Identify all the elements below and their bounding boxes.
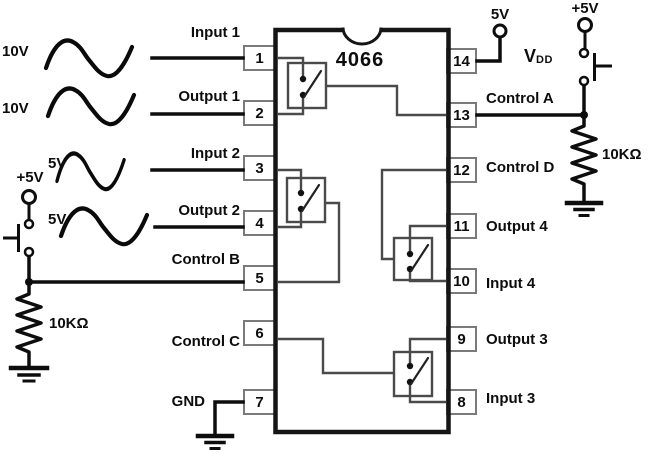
pin-10-label: Input 4	[486, 275, 536, 292]
right-resistor-value-label: 10KΩ	[602, 146, 642, 163]
gnd-pin-ground-symbol	[195, 433, 235, 450]
ic-notch	[341, 27, 383, 46]
right-resistor	[570, 115, 598, 201]
pin-9-label: Output 3	[486, 331, 548, 348]
switch-b-out-wire	[277, 209, 303, 229]
switch-c-pin9-wire	[408, 337, 446, 366]
analog-switches	[285, 61, 434, 398]
switch-d	[392, 236, 434, 282]
sine-wave-1	[43, 38, 135, 79]
terminal-circle	[21, 189, 37, 205]
wave-2-voltage-label: 10V	[2, 100, 29, 117]
pin-12-box: 12	[446, 157, 477, 183]
switch-b	[285, 176, 327, 224]
left-resistor	[15, 282, 43, 366]
left-supply-label: +5V	[16, 169, 44, 186]
right-ground-symbol	[564, 200, 604, 217]
terminal-circle	[577, 17, 593, 33]
left-resistor-value-label: 10KΩ	[49, 315, 89, 332]
pin-12-label: Control D	[486, 159, 555, 176]
switch-a-control-wire	[326, 84, 446, 117]
pin-14-box: 14	[446, 48, 477, 74]
pin-7-label: GND	[171, 393, 205, 410]
pin-9-box: 9	[446, 326, 477, 352]
pin-6-label: Control C	[171, 333, 240, 350]
sine-wave-2	[45, 86, 137, 127]
pin-5-box: 5	[243, 265, 276, 291]
pin-1-label: Input 1	[190, 24, 240, 41]
pin-5-label: Control B	[171, 251, 240, 268]
pin-14-label: VDD	[524, 46, 553, 66]
pin-11-label: Output 4	[486, 218, 548, 235]
ic-body	[273, 27, 451, 435]
switch-c-pin8-wire	[408, 382, 446, 404]
right-pushbutton	[577, 17, 612, 119]
left-ground-symbol	[8, 365, 50, 383]
switch-c	[392, 350, 434, 398]
wave-1-voltage-label: 10V	[2, 43, 29, 60]
pin-8-box: 8	[446, 389, 477, 415]
switch-a-out-wire	[277, 95, 305, 116]
external-wires	[27, 35, 586, 436]
pin-11-box: 11	[446, 213, 477, 239]
vdd-supply-label: 5V	[490, 6, 510, 23]
wave-4-voltage-label: 5V	[48, 211, 67, 228]
wave-3-voltage-label: 5V	[48, 155, 67, 172]
switch-b-in-wire	[277, 168, 303, 193]
switch-d-control-wire	[380, 168, 446, 261]
sine-wave-3	[55, 151, 126, 192]
switch-d-pin11-wire	[408, 224, 446, 254]
vdd-terminal	[492, 23, 508, 39]
switch-c-control-wire	[277, 337, 394, 375]
pin-4-label: Output 2	[178, 202, 240, 219]
pin-8-label: Input 3	[486, 390, 536, 407]
wire-pin7-to-ground	[213, 400, 245, 436]
wire-pin14-to-5v	[475, 35, 502, 63]
chip-label: 4066	[335, 49, 385, 71]
pin-3-label: Input 2	[190, 145, 240, 162]
pin-13-label: Control A	[486, 90, 554, 107]
internal-wires	[277, 56, 446, 404]
pin-2-label: Output 1	[178, 88, 240, 105]
terminal-circle	[492, 23, 508, 39]
sine-waves	[43, 38, 150, 247]
right-supply-label: +5V	[571, 0, 599, 17]
switch-b-control-wire	[277, 201, 341, 284]
switch-a	[286, 61, 328, 110]
left-pushbutton	[3, 189, 37, 286]
switch-a-in-wire	[277, 56, 305, 79]
sine-wave-4	[58, 206, 150, 247]
pin-10-box: 10	[446, 268, 477, 294]
